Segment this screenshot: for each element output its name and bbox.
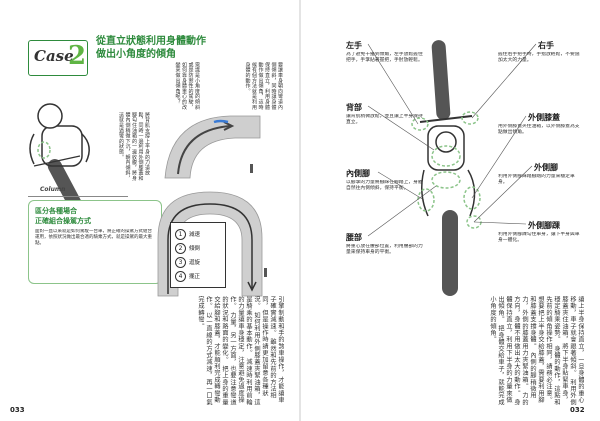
legend-number-4: 4 (175, 271, 186, 282)
left-body-col-6: 把上身的重量交給腳和膝蓋，才能順利完成轉彎動作。 (205, 296, 228, 406)
label-back: 背部 (346, 103, 362, 112)
case-number: 2 (68, 41, 87, 71)
legend-number-1: 1 (175, 229, 186, 240)
right-body-col-7: 身體保持直立，利用下半身的力量來做出傾角。 (497, 296, 520, 406)
left-body-col-2: 雖然和先前的方法相同，但是操作時請更加留意各種狀況。 (253, 296, 276, 399)
rider-topview-illustration (411, 40, 482, 296)
left-body-col-3: 如何利用外側膝蓋夾緊油箱，這是騎乘的基本動作。 (245, 296, 260, 406)
right-page: 左手 為了避免干擾到傾角，左手放鬆握住把手，手掌貼著握把，手肘放輕鬆。 背部 讓… (300, 0, 600, 421)
intro-text-col1: 需識是小角度的傾斜或是防禦性的駕駛，如何靠身體重心的改變來做出傾角呢？ (174, 62, 201, 110)
right-body-col-3: 身體的動作，這點和先前的傾角操作相同，請務必注意。 (545, 296, 560, 406)
intro-text-col2: 要讓車身朝向彎道內側傾斜，同時讓身體保持直立，利用身體動作做出傾角，這時候有個方… (244, 62, 284, 110)
case-badge: Case 2 (28, 40, 88, 76)
column-box-title2: 正確組合操駕方式 (35, 217, 91, 225)
note-outer-foot: 利用外側腳踝勾住車身，讓下半身與車身一體化。 (498, 232, 580, 244)
note-inner-leg: 以腳掌的力量將腳踩在腳踏上，身體自然往內側傾斜，保持平衡。 (346, 180, 423, 192)
right-body-col-2: 利用外側膝蓋夾住油箱，將下半身貼緊車身，穩定騎乘姿勢。 (553, 296, 576, 406)
column-box-title1: 區分各種場合 (35, 207, 77, 215)
label-outer-knee: 外側膝蓋 (528, 113, 560, 122)
left-body-col-5: 力量，另一方面，也要注意彎道的狀況和路面的變化。 (221, 296, 236, 406)
label-right-hand: 右手 (538, 41, 554, 50)
column-rule (28, 196, 128, 197)
note-back: 讓背肌稍微放鬆，並且讓上半身保持直立。 (346, 114, 423, 126)
legend-label-1: 減速 (189, 232, 201, 238)
left-body-col-4: 減速時利用前輪的力量讓車身穩定，注意避免過度操作。 (229, 296, 252, 406)
right-body-col-4: 想要把上半身交給膝蓋，需要利用腳和膝蓋支撐身體。 (529, 296, 544, 404)
left-page: Case 2 從直立狀態利用身體動作 做出小角度的傾角 要讓車身朝向彎道內側傾斜… (10, 36, 284, 414)
note-right-hand: 握住右手把手時，手指放輕鬆，不要施加太大的力量。 (498, 52, 580, 64)
side-caption: 將背肌支撐上半身的力道放鬆，同時一邊利用外側膝蓋和腳勾住油箱的一邊收腹，將身體內… (118, 112, 150, 181)
note-left-hand: 為了避免干擾到傾角，左手放鬆握住把手，手掌貼著握把，手肘放輕鬆。 (346, 52, 423, 64)
case-word: Case (34, 47, 74, 65)
left-body-text: 引擎制動和手的煞車操作，才能讓車子確實減速。 雖然和先前的方法相同，但是操作時請… (24, 296, 284, 406)
label-outer-foot: 外側腳踝 (528, 221, 560, 230)
left-body-col-1: 引擎制動和手的煞車操作，才能讓車子確實減速。 (269, 296, 284, 404)
column-label: Column (40, 186, 66, 193)
label-outer-leg: 外側腳 (534, 163, 558, 172)
label-hips: 腰部 (346, 233, 362, 242)
legend-label-3: 迴旋 (189, 260, 201, 266)
label-left-hand: 左手 (346, 41, 362, 50)
column-box-text: 面對一直以來就是如何駕駛一台車，將正確的操駕方式組合運用，依照狀況做出最合適的騎… (35, 229, 152, 246)
left-body-col-7: 以一直線的方式減速，再一口氣完成轉彎。 (197, 296, 212, 406)
legend-label-4: 擺正 (189, 274, 201, 280)
headline-line2: 做出小角度的傾角 (96, 49, 176, 60)
curve-diagram-top (164, 115, 261, 179)
book-gutter (299, 0, 301, 421)
note-hips: 將重心放在腰部位置，利用腰部的力量來保持車身的平衡。 (346, 244, 423, 256)
note-outer-leg: 利用外側腳踩踏腳踏的力量來穩定車身。 (498, 174, 575, 186)
legend-number-3: 3 (175, 257, 186, 268)
right-body-col-1: 讓上半身保持直立，一旦身體的重心移動，車子就會跟著傾斜。 (569, 296, 584, 404)
note-outer-knee: 用外側膝蓋夾住油箱，以外側膝蓋為支點做出傾角。 (498, 124, 580, 136)
page-number-right: 032 (570, 406, 585, 414)
column-box: 區分各種場合 正確組合操駕方式 面對一直以來就是如何駕駛一台車，將正確的操駕方式… (28, 200, 162, 284)
headline-line1: 從直立狀態利用身體動作 (96, 36, 206, 47)
right-body-text: 讓上半身保持直立，一旦身體的重心移動，車子就會跟著傾斜。 利用外側膝蓋夾住油箱，… (316, 296, 584, 406)
right-body-col-6: 力的方向，身體不用做出太大的動作。 (513, 296, 528, 406)
legend-label-2: 傾倒 (189, 246, 201, 252)
right-body-col-8: 把身體交給車子，就能完成小角度的傾角。 (489, 296, 504, 406)
page-number-left: 033 (10, 406, 25, 414)
right-body-col-5: 內側的腳稍微用力，外側的膝蓋用力夾緊油箱。 (521, 296, 536, 399)
legend-number-2: 2 (175, 243, 186, 254)
leader-lines (367, 43, 537, 237)
label-inner-leg: 內側腳 (346, 169, 370, 178)
